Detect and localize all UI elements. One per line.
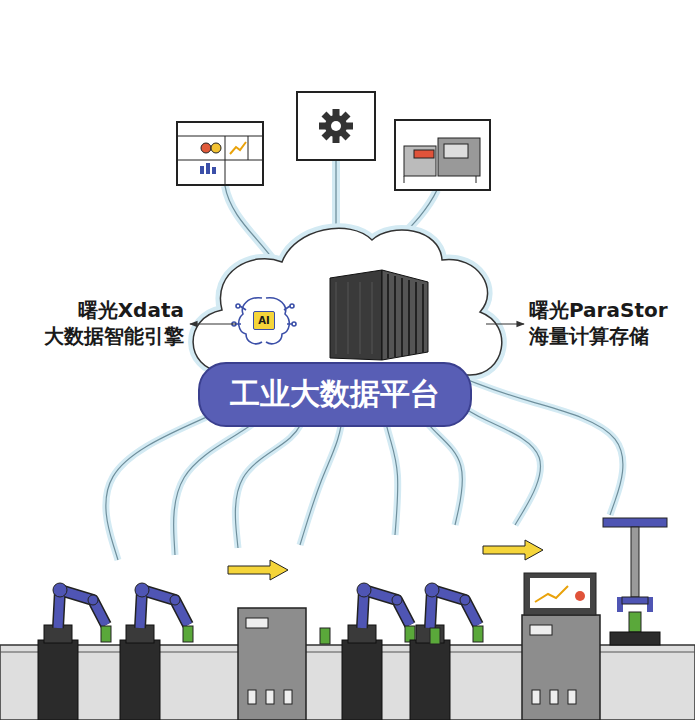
platform-band: 工业大数据平台 xyxy=(198,362,472,427)
cloud xyxy=(193,228,502,375)
node-text: AI xyxy=(258,315,269,326)
robot-arm xyxy=(410,583,483,720)
product-item xyxy=(320,628,330,644)
ai-brain-icon xyxy=(232,298,296,344)
gear-hole xyxy=(331,121,341,131)
rack-stripe xyxy=(422,284,424,353)
rack-stripe xyxy=(336,282,337,354)
machine xyxy=(522,615,600,720)
server-rack xyxy=(330,270,428,360)
rack-stripe xyxy=(372,282,373,354)
flow-arrow xyxy=(228,540,543,580)
equipment-icon xyxy=(395,120,490,190)
leader-arrow xyxy=(486,323,524,324)
production-line xyxy=(38,518,667,720)
settings-icon xyxy=(297,92,375,160)
storage-label: 曙光ParaStor 海量计算存储 xyxy=(529,297,689,349)
rack-stripe xyxy=(401,278,403,356)
robot-arm xyxy=(38,583,111,720)
node-text: 工业大数据平台 xyxy=(230,374,440,415)
rack-stripe xyxy=(415,282,417,354)
product-item xyxy=(430,628,440,644)
rack-stripe xyxy=(387,274,389,358)
rack-stripe xyxy=(360,282,361,354)
robot-arm xyxy=(120,583,193,720)
rack-stripe xyxy=(348,282,349,354)
leader-arrow xyxy=(190,323,236,324)
gear-body xyxy=(325,115,347,137)
gripper-tower xyxy=(603,518,667,645)
engine-label: 曙光Xdata 大数据智能引擎 xyxy=(9,297,184,349)
rack-stripe xyxy=(394,276,396,357)
dashboard-icon xyxy=(177,122,263,185)
data-stream-glow xyxy=(468,380,623,515)
machine xyxy=(238,608,306,720)
ai-chip: AI xyxy=(253,311,275,330)
robot-arm xyxy=(342,583,415,720)
rack-stripe xyxy=(408,280,410,355)
data-stream xyxy=(468,380,623,515)
monitor xyxy=(524,573,596,615)
